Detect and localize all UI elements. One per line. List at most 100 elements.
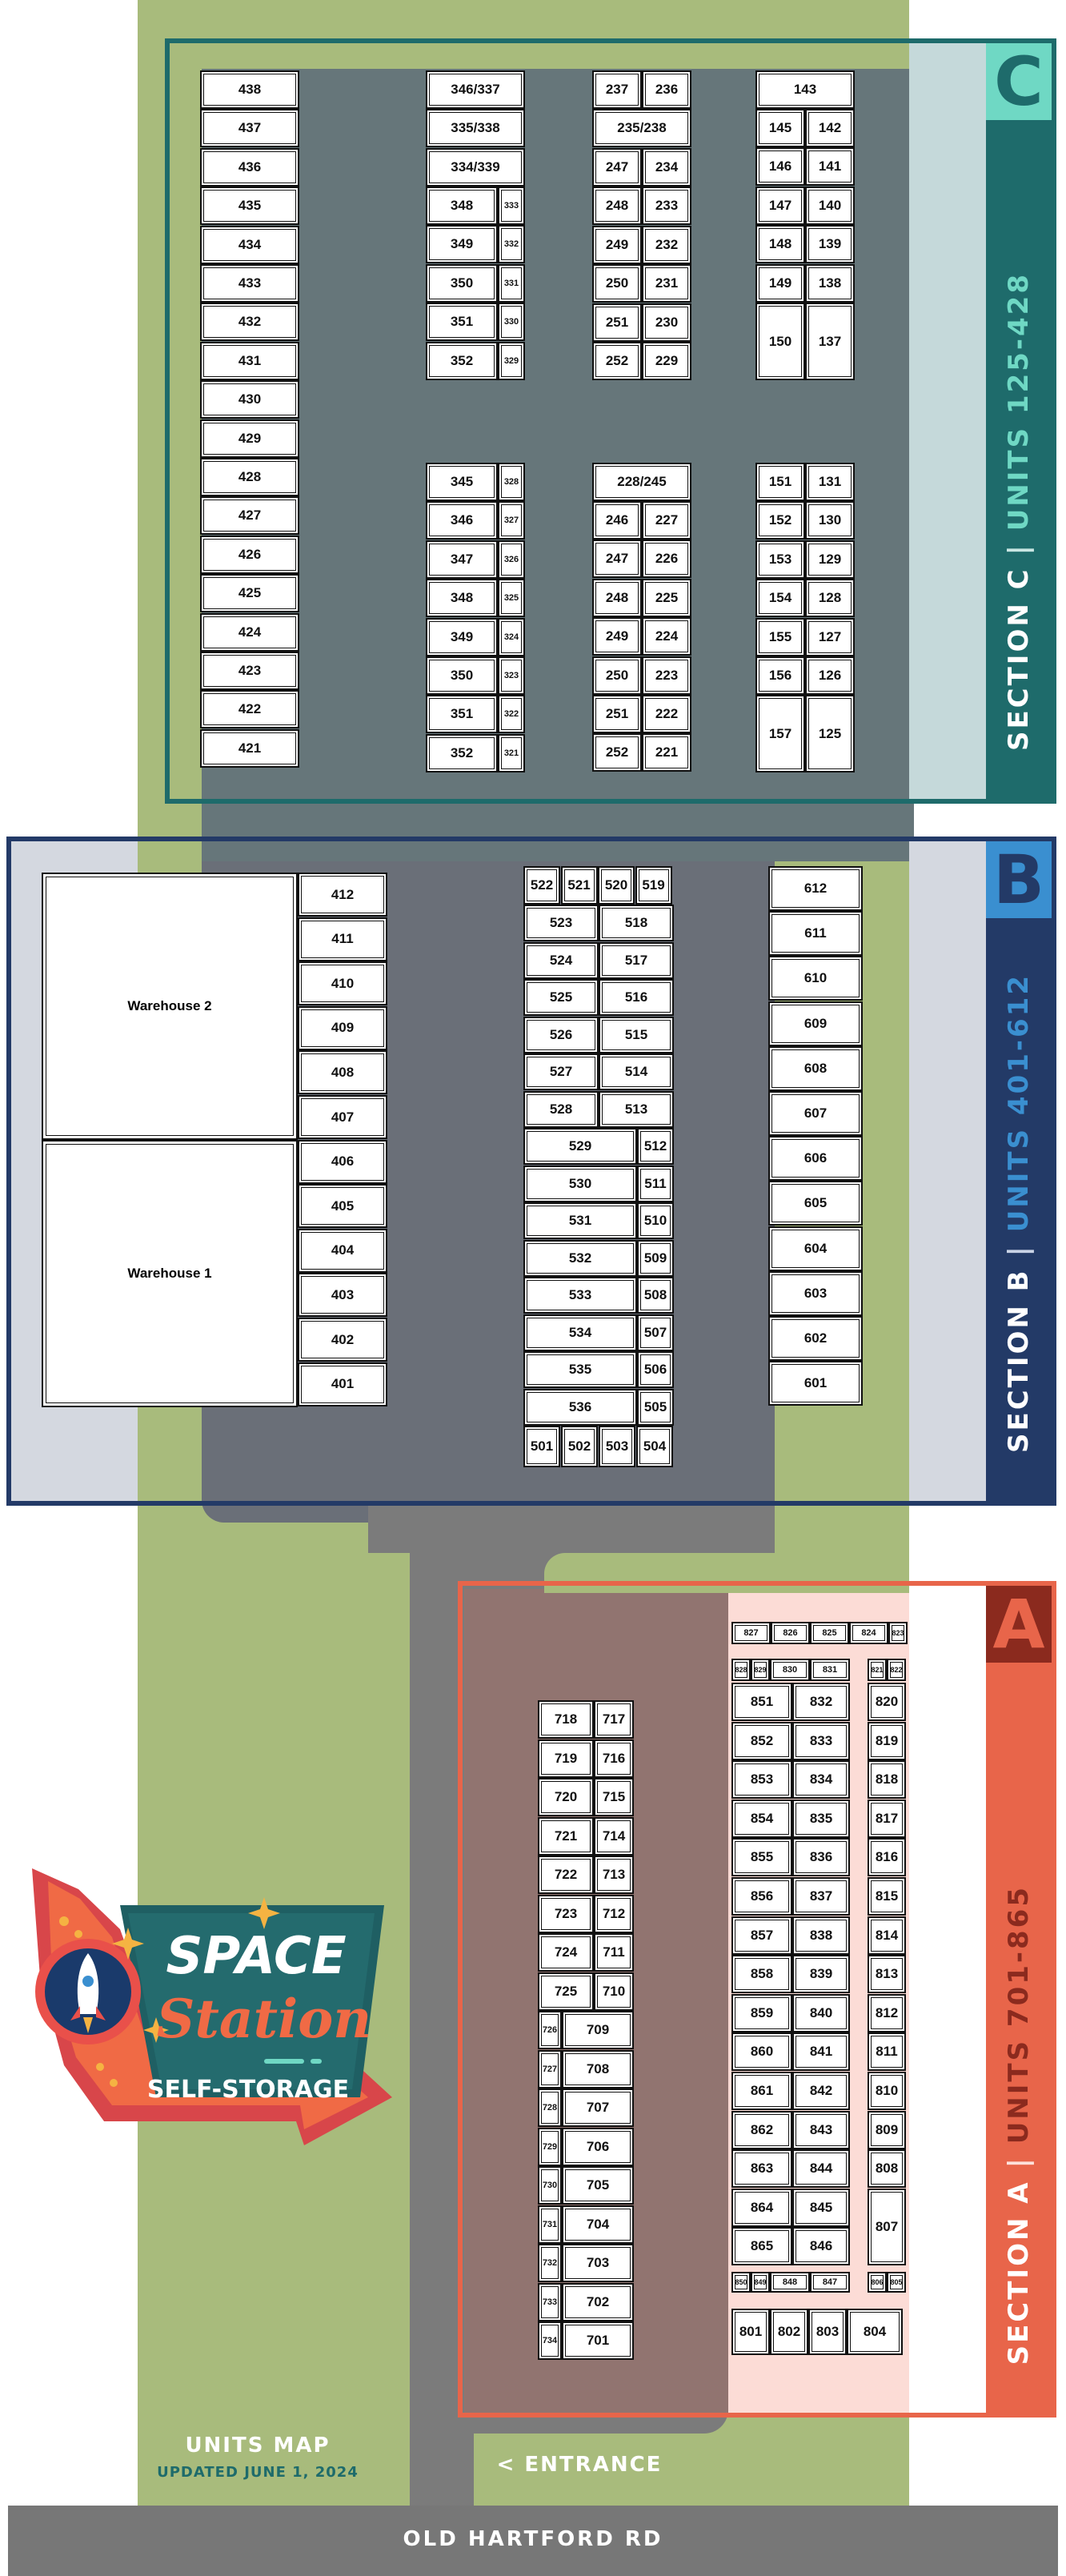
storage-unit-149[interactable]: 149 [755,263,805,303]
storage-unit-404[interactable]: 404 [298,1228,387,1273]
storage-unit-813[interactable]: 813 [868,1955,906,1994]
storage-unit-729[interactable]: 729 [538,2127,562,2166]
storage-unit-230[interactable]: 230 [642,303,691,342]
storage-unit-811[interactable]: 811 [868,2032,906,2072]
storage-unit-143[interactable]: 143 [755,70,855,109]
storage-unit-835[interactable]: 835 [792,1799,850,1838]
storage-unit-608[interactable]: 608 [768,1045,863,1091]
storage-unit-723[interactable]: 723 [538,1894,594,1933]
storage-unit-503[interactable]: 503 [599,1426,635,1467]
storage-unit-326[interactable]: 326 [498,540,525,579]
storage-unit-155[interactable]: 155 [755,617,805,656]
storage-unit-727[interactable]: 727 [538,2049,562,2088]
storage-unit-222[interactable]: 222 [642,695,691,733]
storage-unit-128[interactable]: 128 [805,579,855,618]
storage-unit-711[interactable]: 711 [594,1933,634,1972]
storage-unit-250[interactable]: 250 [592,656,642,695]
storage-unit-328[interactable]: 328 [498,463,525,501]
storage-unit-518[interactable]: 518 [599,905,674,941]
storage-unit-348[interactable]: 348 [426,187,498,225]
storage-unit-808[interactable]: 808 [868,2149,906,2189]
storage-unit-233[interactable]: 233 [642,187,691,226]
storage-unit-501[interactable]: 501 [523,1426,560,1467]
storage-unit-137[interactable]: 137 [805,303,855,380]
storage-unit-402[interactable]: 402 [298,1318,387,1362]
storage-unit-246[interactable]: 246 [592,501,642,540]
storage-unit-502[interactable]: 502 [561,1426,598,1467]
storage-unit-352[interactable]: 352 [426,341,498,380]
storage-unit-511[interactable]: 511 [637,1165,674,1202]
storage-unit-429[interactable]: 429 [200,419,299,458]
storage-unit-734[interactable]: 734 [538,2321,562,2360]
storage-unit-708[interactable]: 708 [562,2049,634,2088]
storage-unit-804[interactable]: 804 [847,2309,903,2355]
storage-unit-701[interactable]: 701 [562,2321,634,2360]
storage-unit-720[interactable]: 720 [538,1778,594,1816]
storage-unit-228-245[interactable]: 228/245 [592,463,691,501]
storage-unit-249[interactable]: 249 [592,617,642,656]
storage-unit-234[interactable]: 234 [642,148,691,187]
storage-unit-129[interactable]: 129 [805,540,855,579]
storage-unit-412[interactable]: 412 [298,873,387,917]
storage-unit-852[interactable]: 852 [731,1721,792,1760]
warehouse-1[interactable]: Warehouse 1 [42,1140,298,1407]
storage-unit-823[interactable]: 823 [888,1622,908,1644]
storage-unit-350[interactable]: 350 [426,656,498,695]
storage-unit-841[interactable]: 841 [792,2032,850,2072]
storage-unit-531[interactable]: 531 [523,1202,637,1239]
storage-unit-863[interactable]: 863 [731,2149,792,2189]
storage-unit-801[interactable]: 801 [731,2309,770,2355]
storage-unit-346[interactable]: 346 [426,501,498,540]
storage-unit-859[interactable]: 859 [731,1993,792,2032]
storage-unit-324[interactable]: 324 [498,617,525,656]
storage-unit-733[interactable]: 733 [538,2282,562,2321]
storage-unit-507[interactable]: 507 [637,1314,674,1351]
storage-unit-601[interactable]: 601 [768,1361,863,1406]
storage-unit-332[interactable]: 332 [498,225,525,264]
storage-unit-717[interactable]: 717 [594,1700,634,1739]
storage-unit-602[interactable]: 602 [768,1316,863,1361]
storage-unit-850[interactable]: 850 [731,2272,751,2293]
storage-unit-248[interactable]: 248 [592,187,642,226]
storage-unit-421[interactable]: 421 [200,728,299,768]
storage-unit-436[interactable]: 436 [200,147,299,187]
storage-unit-426[interactable]: 426 [200,535,299,574]
storage-unit-848[interactable]: 848 [770,2272,810,2293]
storage-unit-221[interactable]: 221 [642,733,691,772]
storage-unit-348[interactable]: 348 [426,579,498,618]
storage-unit-809[interactable]: 809 [868,2110,906,2149]
storage-unit-814[interactable]: 814 [868,1916,906,1955]
storage-unit-535[interactable]: 535 [523,1351,637,1388]
storage-unit-603[interactable]: 603 [768,1270,863,1316]
storage-unit-435[interactable]: 435 [200,187,299,226]
storage-unit-707[interactable]: 707 [562,2088,634,2127]
storage-unit-323[interactable]: 323 [498,656,525,695]
storage-unit-322[interactable]: 322 [498,695,525,734]
storage-unit-704[interactable]: 704 [562,2205,634,2244]
storage-unit-714[interactable]: 714 [594,1816,634,1856]
storage-unit-832[interactable]: 832 [792,1683,850,1721]
storage-unit-141[interactable]: 141 [805,147,855,187]
storage-unit-430[interactable]: 430 [200,380,299,419]
storage-unit-732[interactable]: 732 [538,2244,562,2282]
storage-unit-718[interactable]: 718 [538,1700,594,1739]
storage-unit-237[interactable]: 237 [592,70,642,109]
storage-unit-710[interactable]: 710 [594,1972,634,2011]
storage-unit-335-338[interactable]: 335/338 [426,109,525,148]
storage-unit-844[interactable]: 844 [792,2149,850,2189]
storage-unit-235-238[interactable]: 235/238 [592,109,691,147]
storage-unit-127[interactable]: 127 [805,617,855,656]
storage-unit-722[interactable]: 722 [538,1856,594,1894]
storage-unit-607[interactable]: 607 [768,1091,863,1136]
storage-unit-349[interactable]: 349 [426,225,498,264]
storage-unit-805[interactable]: 805 [887,2272,906,2293]
storage-unit-406[interactable]: 406 [298,1139,387,1184]
storage-unit-702[interactable]: 702 [562,2282,634,2321]
storage-unit-828[interactable]: 828 [731,1659,751,1681]
storage-unit-125[interactable]: 125 [805,695,855,773]
storage-unit-529[interactable]: 529 [523,1128,637,1165]
storage-unit-512[interactable]: 512 [637,1128,674,1165]
storage-unit-327[interactable]: 327 [498,501,525,540]
storage-unit-519[interactable]: 519 [635,866,672,905]
storage-unit-508[interactable]: 508 [637,1277,674,1314]
